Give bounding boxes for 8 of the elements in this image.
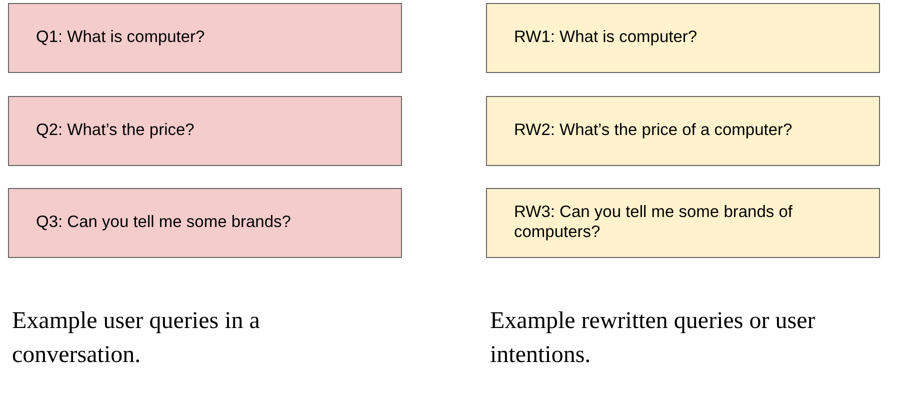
query-box: RW3: Can you tell me some brands of computers? [486,188,880,258]
query-box: Q1: What is computer? [8,3,402,73]
query-box: Q3: Can you tell me some brands? [8,188,402,258]
caption: Example user queries in a conversation. [12,307,261,370]
query-box: RW2: What’s the price of a computer? [486,96,880,166]
query-box: RW1: What is computer? [486,3,880,73]
query-box: Q2: What’s the price? [8,96,402,166]
caption: Example rewritten queries or user intentions. [490,307,816,370]
